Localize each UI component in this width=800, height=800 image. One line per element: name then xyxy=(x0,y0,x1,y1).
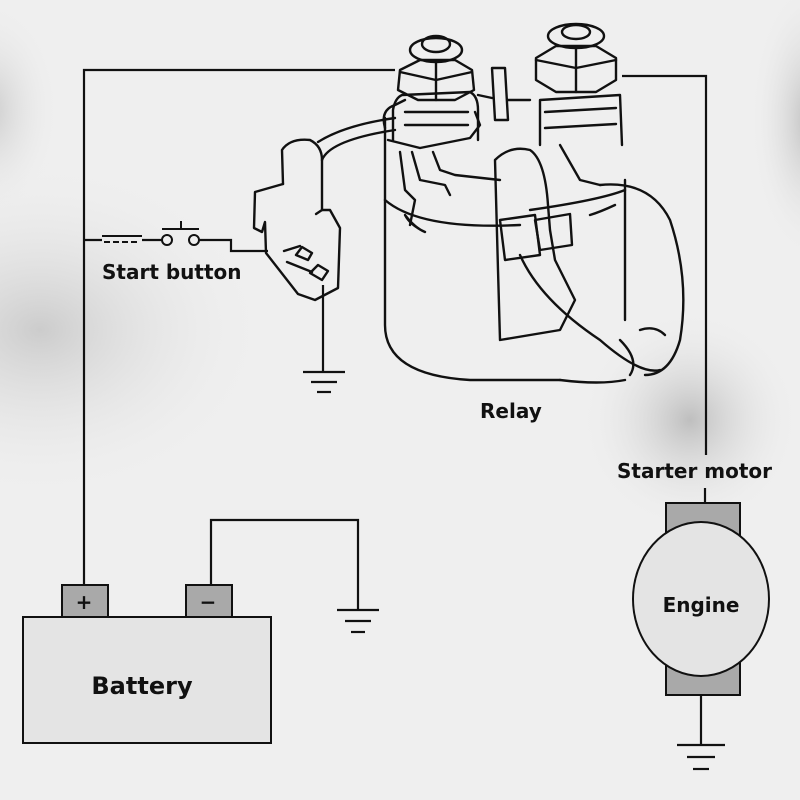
ground-symbol-relay xyxy=(303,285,345,394)
battery[interactable] xyxy=(22,584,272,744)
wire-relay-to-starter-motor xyxy=(622,74,708,455)
starter-motor-label: Starter motor xyxy=(617,459,772,483)
start-button-label: Start button xyxy=(102,260,242,284)
starter-motor[interactable] xyxy=(632,502,770,696)
battery-positive-terminal xyxy=(61,584,109,618)
ground-symbol-engine xyxy=(677,695,725,771)
relay-body[interactable] xyxy=(382,22,685,384)
engine-label: Engine xyxy=(663,593,740,617)
battery-label: Battery xyxy=(91,672,193,700)
relay-connector-plug xyxy=(252,116,397,302)
start-button-switch[interactable] xyxy=(84,221,268,253)
ground-symbol-battery xyxy=(209,518,379,634)
battery-positive-sign: + xyxy=(76,590,93,614)
battery-negative-sign: − xyxy=(200,590,217,614)
relay-label: Relay xyxy=(480,399,542,423)
wire-battery-positive-to-relay xyxy=(82,68,395,588)
battery-negative-terminal xyxy=(185,584,233,618)
